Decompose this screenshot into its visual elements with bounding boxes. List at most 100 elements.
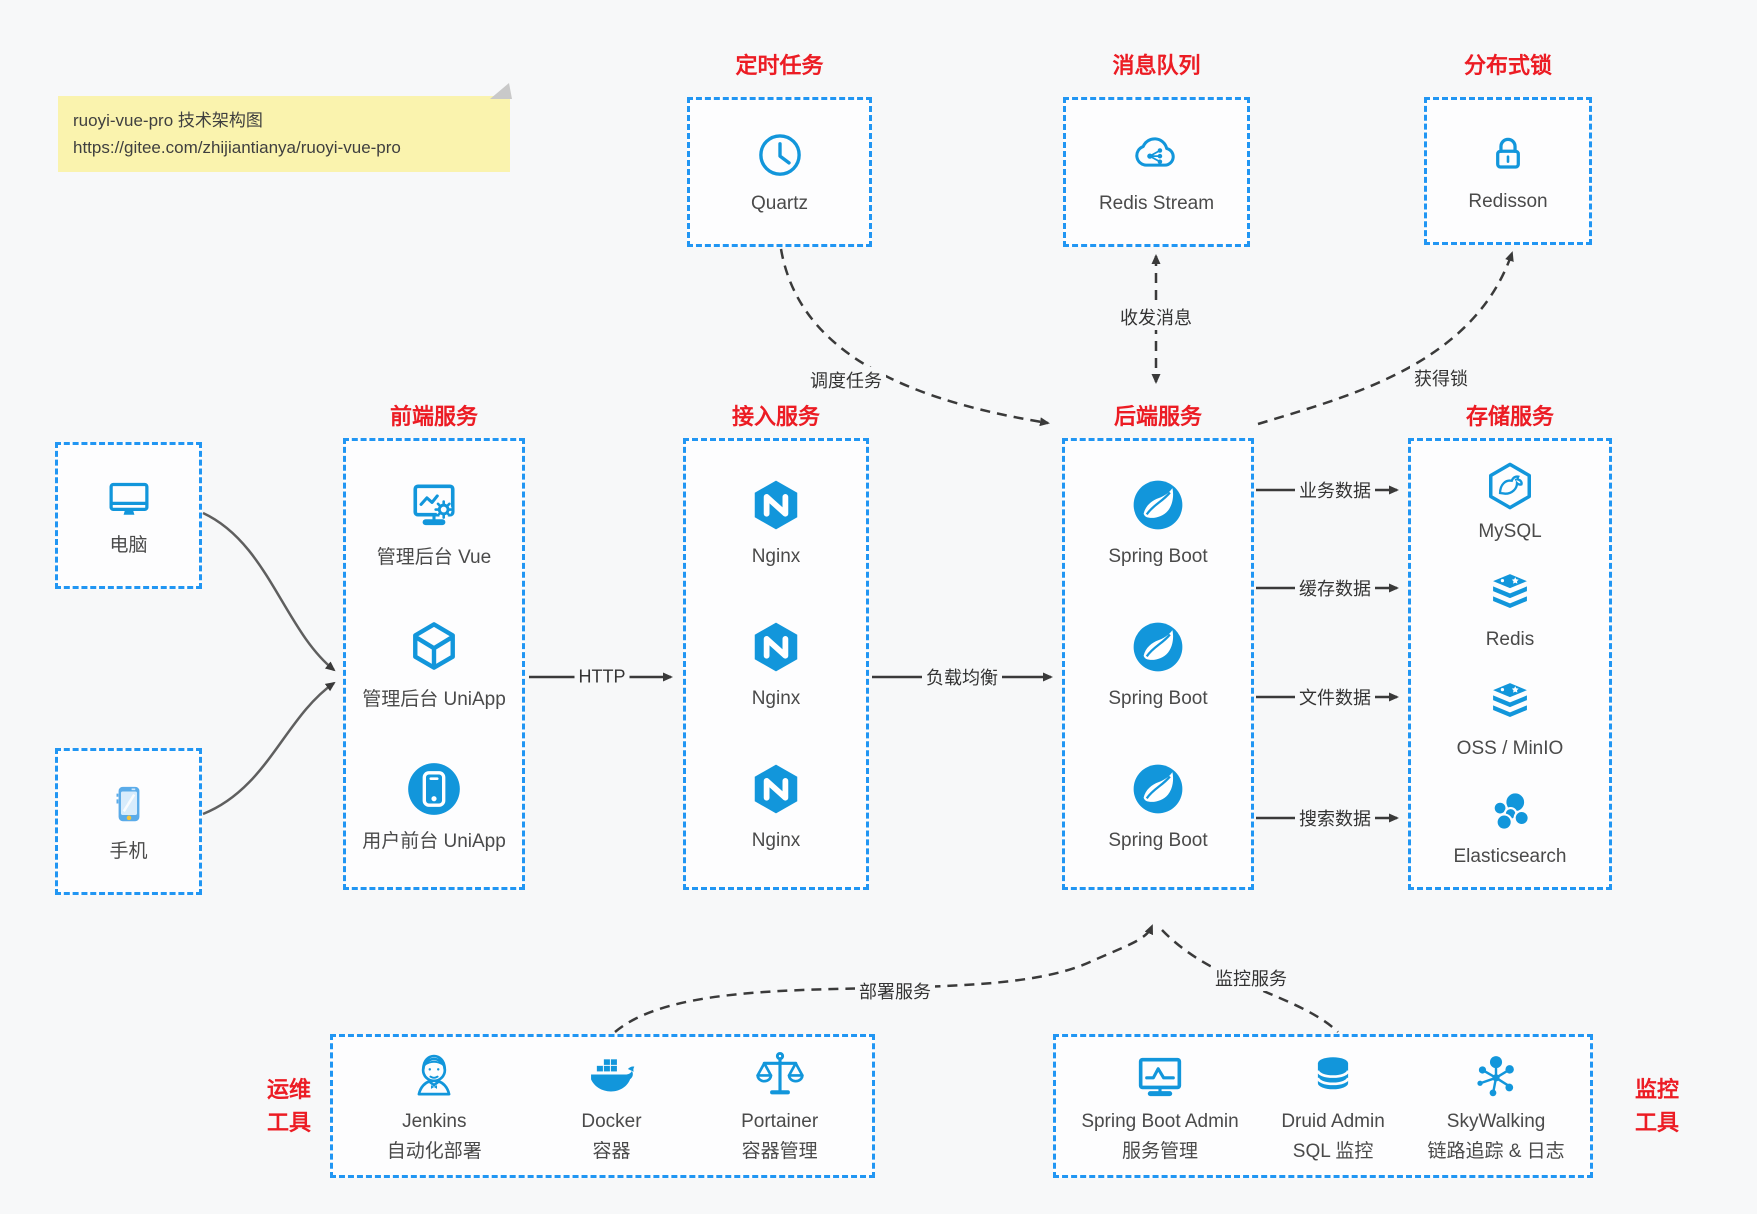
computer-icon [109, 482, 148, 515]
edge-label-deploy: 部署服务 [855, 978, 935, 1004]
edge-computer-frontend [202, 511, 336, 672]
edge-label-schedule: 调度任务 [806, 367, 886, 393]
spring-boot-icon [1133, 622, 1183, 671]
nginx-item: Nginx [746, 475, 806, 570]
item-label: OSS / MinIO [1456, 737, 1564, 759]
title-storage: 存储服务 [1465, 404, 1554, 429]
item-desc: 自动化部署 [386, 1141, 482, 1162]
quartz-item: Quartz [751, 128, 808, 217]
sticky-note: ruoyi-vue-pro 技术架构图 https://gitee.com/zh… [58, 83, 512, 172]
gateway-box: Nginx Nginx Nginx [683, 438, 869, 890]
portainer-icon [755, 1051, 804, 1095]
redis-icon [1493, 574, 1527, 609]
item-desc: 容器 [592, 1141, 631, 1162]
edge-label-cache: 缓存数据 [1295, 575, 1375, 601]
item-label: 管理后台 UniApp [362, 688, 506, 710]
admin-vue-icon [413, 483, 455, 525]
item-label: Nginx [751, 545, 801, 567]
cube-icon [413, 621, 455, 670]
scheduler-box: Quartz [687, 97, 872, 247]
computer-item: 电脑 [100, 472, 158, 559]
item-label: Redisson [1468, 190, 1548, 212]
note-fold-corner [490, 83, 512, 99]
admin-uniapp-item: 管理后台 UniApp [362, 616, 506, 713]
clock-icon [758, 133, 801, 176]
nginx-item: Nginx [746, 617, 806, 712]
item-label: Nginx [751, 829, 801, 851]
title-lock: 分布式锁 [1463, 53, 1552, 78]
smartphone-icon [116, 786, 139, 822]
item-label: Redis [1485, 629, 1535, 651]
item-name: SkyWalking [1446, 1111, 1546, 1132]
mysql-icon [1488, 462, 1531, 510]
title-frontend: 前端服务 [389, 404, 478, 429]
druid-admin-item: Druid Admin SQL 监控 [1281, 1047, 1385, 1165]
item-label: 管理后台 Vue [376, 546, 492, 568]
backend-box: Spring Boot Spring Boot Spring Boot [1062, 438, 1254, 890]
spring-boot-item: Spring Boot [1108, 475, 1208, 570]
skywalking-icon [1477, 1056, 1514, 1097]
mq-box: Redis Stream [1063, 97, 1250, 247]
item-label: 电脑 [109, 535, 148, 556]
jenkins-item: Jenkins 自动化部署 [387, 1047, 482, 1165]
phone-item: 手机 [104, 778, 154, 865]
redisson-item: Redisson [1468, 128, 1548, 215]
druid-database-icon [1316, 1057, 1350, 1090]
edge-label-lb: 负载均衡 [922, 664, 1002, 690]
item-label: Elasticsearch [1453, 846, 1567, 868]
item-desc: 链路追踪 & 日志 [1427, 1141, 1565, 1162]
nginx-icon [754, 764, 798, 813]
elasticsearch-icon [1492, 791, 1530, 831]
admin-vue-item: 管理后台 Vue [377, 474, 491, 571]
nginx-icon [754, 622, 798, 671]
edge-label-monitor: 监控服务 [1211, 965, 1291, 991]
item-label: Spring Boot [1108, 829, 1208, 851]
title-monitor-tools: 监控 工具 [1634, 1077, 1679, 1135]
title-mq: 消息队列 [1112, 53, 1201, 78]
phone-box: 手机 [55, 748, 202, 895]
spring-boot-admin-icon [1138, 1057, 1182, 1097]
item-name: Portainer [741, 1111, 819, 1132]
item-label: 用户前台 UniApp [362, 830, 506, 852]
edge-label-search: 搜索数据 [1295, 805, 1375, 831]
item-desc: 容器管理 [741, 1141, 818, 1162]
elasticsearch-item: Elasticsearch [1454, 783, 1567, 870]
jenkins-icon [417, 1054, 451, 1096]
mysql-item: MySQL [1478, 458, 1542, 545]
user-uniapp-item: 用户前台 UniApp [362, 758, 506, 855]
nginx-item: Nginx [746, 759, 806, 854]
portainer-item: Portainer 容器管理 [741, 1047, 818, 1165]
frontend-box: 管理后台 Vue 管理后台 UniApp 用户前台 UniApp [343, 438, 525, 890]
spring-boot-icon [1133, 480, 1183, 529]
item-label: Nginx [751, 687, 801, 709]
computer-box: 电脑 [55, 442, 202, 589]
storage-box: MySQL Redis OSS / MinIO [1408, 438, 1612, 890]
item-label: Spring Boot [1108, 545, 1208, 567]
edge-label-http: HTTP [574, 666, 630, 688]
item-label: Quartz [750, 192, 809, 214]
redis-stream-item: Redis Stream [1099, 128, 1214, 217]
object-storage-icon [1493, 682, 1527, 717]
item-name: Jenkins [402, 1111, 467, 1132]
oss-minio-item: OSS / MinIO [1456, 675, 1564, 762]
note-title: ruoyi-vue-pro 技术架构图 [73, 111, 263, 130]
title-backend: 后端服务 [1113, 404, 1202, 429]
redis-item: Redis [1482, 566, 1538, 653]
monitor-tools-box: Spring Boot Admin 服务管理 Druid Admin SQL 监… [1053, 1034, 1593, 1178]
spring-boot-admin-item: Spring Boot Admin 服务管理 [1081, 1047, 1239, 1165]
cloud-share-icon [1135, 136, 1176, 167]
edge-label-file: 文件数据 [1295, 684, 1375, 710]
title-ops-tools: 运维 工具 [266, 1077, 311, 1135]
note-url: https://gitee.com/zhijiantianya/ruoyi-vu… [73, 138, 401, 157]
docker-icon [591, 1059, 635, 1092]
spring-boot-item: Spring Boot [1108, 617, 1208, 712]
item-label: Redis Stream [1098, 192, 1215, 214]
spring-boot-item: Spring Boot [1108, 759, 1208, 854]
edge-label-mq: 收发消息 [1116, 304, 1196, 330]
edge-label-biz: 业务数据 [1295, 477, 1375, 503]
skywalking-item: SkyWalking 链路追踪 & 日志 [1427, 1047, 1565, 1165]
item-desc: SQL 监控 [1292, 1141, 1374, 1162]
spring-boot-icon [1133, 764, 1183, 813]
item-name: Spring Boot Admin [1081, 1111, 1239, 1132]
